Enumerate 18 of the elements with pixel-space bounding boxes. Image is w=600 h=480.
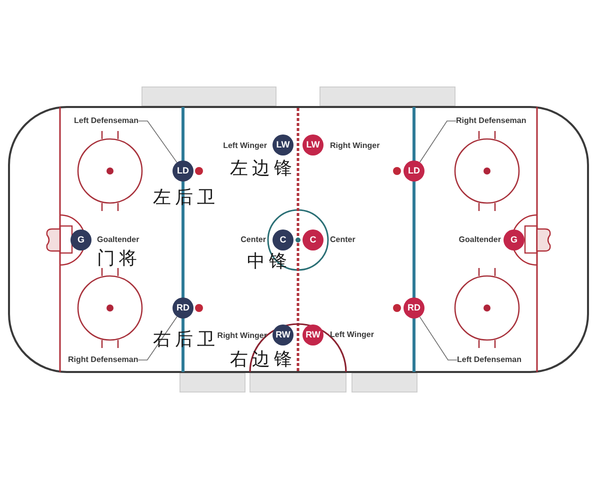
position-label: Goaltender (458, 236, 501, 244)
leader-line (138, 120, 178, 163)
position-label: Right Defenseman (68, 356, 138, 364)
position-label: Left Winger (330, 331, 374, 339)
chinese-position-label: 门将 (97, 249, 141, 267)
position-label: Center (240, 236, 266, 244)
chinese-position-label: 左边锋 (230, 159, 296, 177)
leader-line (419, 316, 458, 360)
position-label: Center (330, 236, 356, 244)
position-label: Left Winger (223, 142, 267, 150)
position-label: Right Defenseman (456, 117, 526, 125)
leader-line (419, 120, 456, 163)
position-label: Left Defenseman (74, 117, 138, 125)
chinese-position-label: 右边锋 (230, 350, 296, 368)
position-label: Right Winger (217, 332, 267, 340)
position-label: Goaltender (97, 236, 140, 244)
position-label: Right Winger (330, 142, 380, 150)
position-label: Left Defenseman (457, 356, 522, 364)
